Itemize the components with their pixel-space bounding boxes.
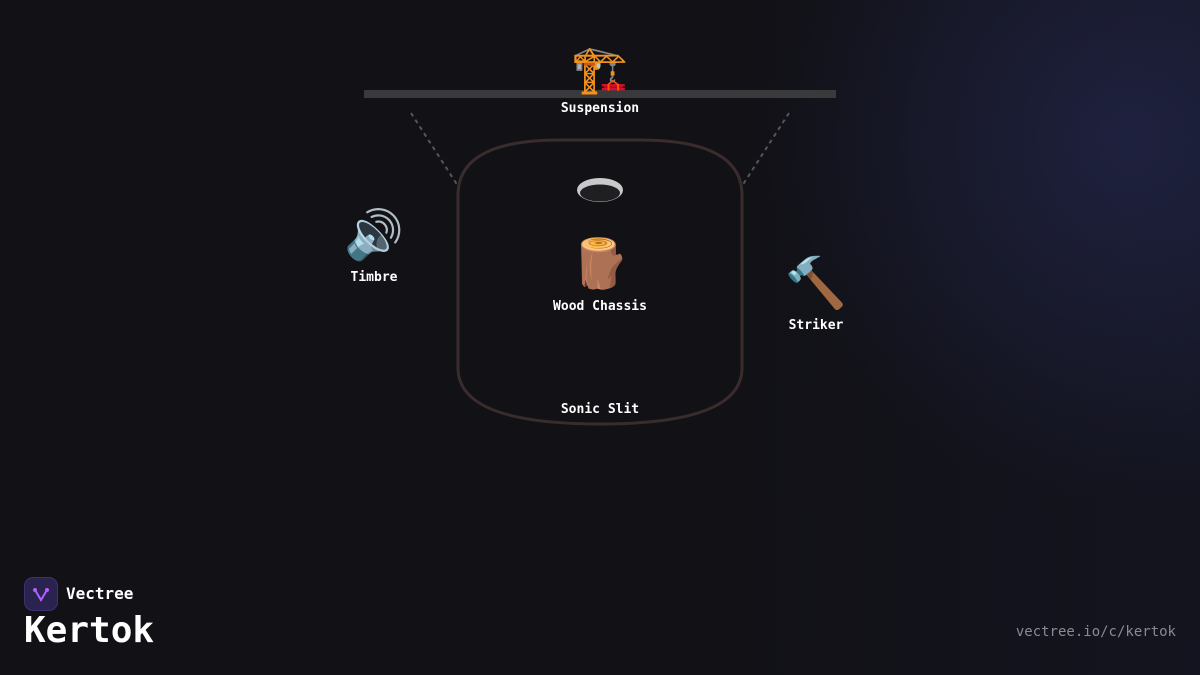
brand-name: Vectree <box>66 584 134 603</box>
source-url[interactable]: vectree.io/c/kertok <box>1015 624 1176 640</box>
striker-label: Striker <box>788 318 844 333</box>
suspension-label: Suspension <box>560 101 640 116</box>
crane-icon: 🏗️ <box>571 42 629 96</box>
wood-log-icon: 🪵 <box>570 236 630 292</box>
sonic-slit-label: Sonic Slit <box>560 402 640 417</box>
wood-body-outline <box>456 138 744 426</box>
page-title: Kertok <box>24 610 155 651</box>
left-suspension-line <box>410 112 459 187</box>
hole-icon <box>577 178 623 202</box>
suspension-beam <box>364 90 836 98</box>
timbre-label: Timbre <box>350 270 398 285</box>
hammer-icon: 🔨 <box>784 254 848 312</box>
right-suspension-line <box>741 112 790 187</box>
vectree-logo-icon <box>24 577 58 611</box>
speaker-icon: 🔊 <box>344 207 404 263</box>
wood-chassis-label: Wood Chassis <box>553 299 647 314</box>
